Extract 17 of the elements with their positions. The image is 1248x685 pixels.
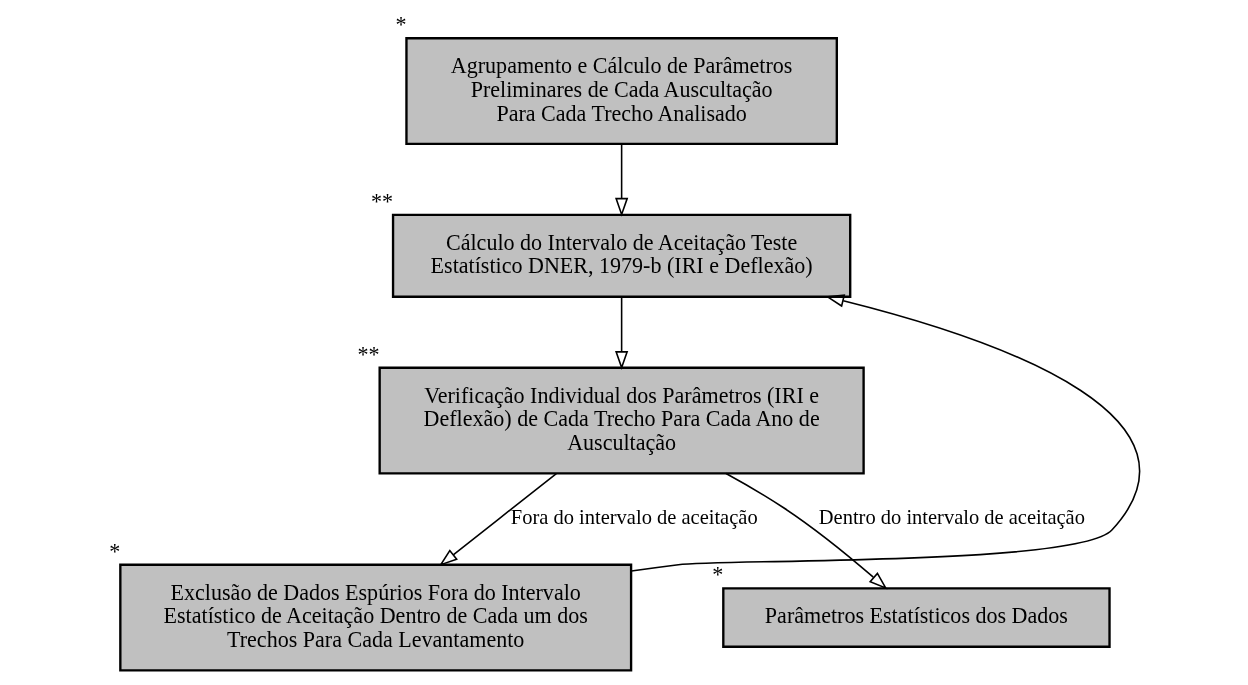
node-label: * xyxy=(711,562,723,588)
arrow xyxy=(630,294,1140,572)
node-label: ** xyxy=(370,188,393,214)
node-box: Parâmetros Estatísticos dos Dados xyxy=(721,587,1111,648)
node-label: ** xyxy=(357,341,380,367)
edge-label: Dentro do intervalo de aceitação xyxy=(818,506,1085,529)
node-box: Cálculo do Intervalo de Aceitação Teste Estatístico DNER, 1979-b (IRI e Deflexão) xyxy=(391,213,851,298)
arrow xyxy=(614,296,628,370)
arrow xyxy=(614,143,628,217)
node-box: Agrupamento e Cálculo de Parâmetros Preliminares de Cada Auscultação Para Cada Trecho Analisado xyxy=(404,37,838,146)
node-label: * xyxy=(394,12,406,38)
node-box: Exclusão de Dados Espúrios Fora do Intervalo Estatístico de Aceitação Dentro de Cada um dos Trechos Para Cada Levantamento xyxy=(118,563,632,672)
node-label: * xyxy=(108,538,120,564)
node-box: Verificação Individual dos Parâmetros (IRI e Deflexão) de Cada Trecho Para Cada Ano de Auscultação xyxy=(378,366,865,475)
arrow xyxy=(438,472,557,567)
edge-label: Fora do intervalo de aceitação xyxy=(510,506,758,529)
arrow xyxy=(724,472,887,590)
